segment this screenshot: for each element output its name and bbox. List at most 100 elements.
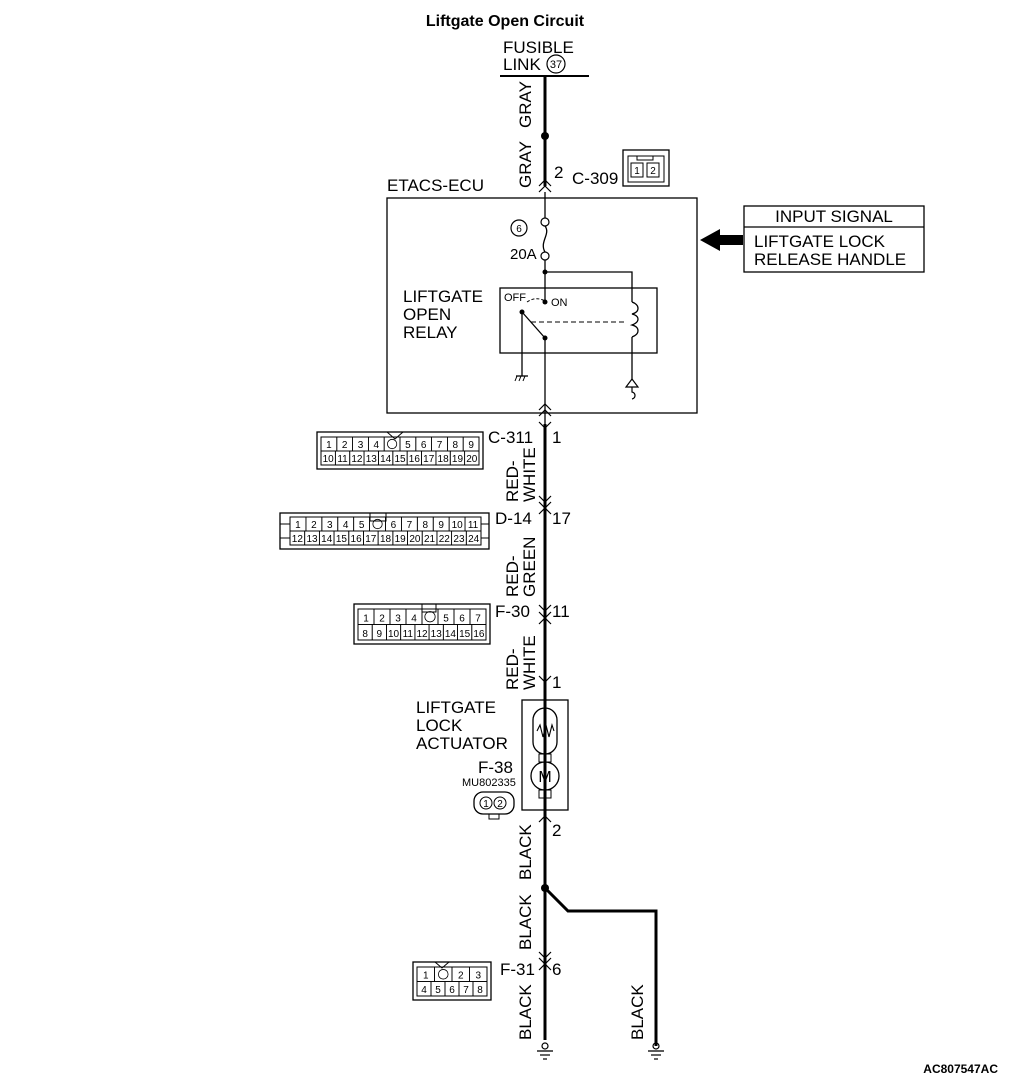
connector-mark-c311 [538, 409, 552, 417]
d14-pin-number: 9 [438, 520, 444, 531]
relay-switch-arm [521, 311, 546, 339]
d14-pin-cell [465, 530, 482, 546]
ground-icon-left [537, 1042, 553, 1060]
fusible-link-number: 37 [550, 59, 562, 71]
figure-code: AC807547AC [923, 1062, 998, 1076]
d14-pin-number: 14 [321, 534, 333, 545]
d14-pin-number: 19 [395, 534, 407, 545]
wire-label-red-green-b: GREEN [520, 537, 539, 597]
fusible-link-label-line2: LINK [503, 55, 541, 74]
c311-pin-number: 14 [380, 454, 392, 465]
c311-pin-number: 2 [342, 440, 348, 451]
c311-pin-number: 1 [326, 440, 332, 451]
fuse-number: 6 [516, 224, 522, 235]
wire-label-red-white-1a: RED- [503, 460, 522, 502]
d14-pin-number: 23 [453, 534, 465, 545]
c311-pin-number: 8 [453, 440, 459, 451]
input-signal-header: INPUT SIGNAL [775, 207, 893, 226]
input-signal-line2: RELEASE HANDLE [754, 250, 906, 269]
fuse-terminal-bottom [540, 251, 550, 261]
actuator-label-line2: LOCK [416, 716, 463, 735]
connector-mark-f38-top [538, 675, 552, 683]
f31-pin-cell [472, 981, 488, 997]
connector-mark-f38-bottom [538, 815, 552, 823]
f30-pin-number: 9 [377, 629, 383, 640]
f30-pin-number: 11 [403, 629, 414, 640]
c309-pin: 2 [554, 163, 563, 182]
f31-pin-number: 8 [477, 985, 483, 996]
actuator-label-line1: LIFTGATE [416, 698, 496, 717]
relay-label-line1: LIFTGATE [403, 287, 483, 306]
d14-pin-number: 3 [327, 520, 333, 531]
actuator-label-line3: ACTUATOR [416, 734, 508, 753]
ecu-name: ETACS-ECU [387, 176, 484, 195]
d14-pin-number: 15 [336, 534, 348, 545]
input-signal-box [743, 205, 925, 273]
c311-pin-number: 3 [358, 440, 364, 451]
c311-pin-number: 16 [409, 454, 421, 465]
fuse-rating: 20A [510, 246, 537, 263]
splice-dot-top [541, 132, 549, 140]
fuse-element [542, 225, 548, 253]
input-signal-line1: LIFTGATE LOCK [754, 232, 886, 251]
wire-black-branch [543, 886, 658, 1046]
f31-blank-cavity [438, 969, 449, 980]
f30-blank-cavity [424, 611, 436, 623]
c311-pin-number: 10 [323, 454, 335, 465]
f38-part-number: MU802335 [462, 777, 516, 789]
wire-label-black-top: BLACK [516, 824, 535, 880]
d14-pin-number: 7 [407, 520, 413, 531]
f30-pin-number: 12 [416, 629, 428, 640]
d14-pin-number: 10 [452, 520, 464, 531]
f30-pin-number: 6 [459, 614, 465, 625]
c311-pin-number: 4 [374, 440, 380, 451]
solenoid-coil-icon [536, 723, 555, 738]
d14-pin-number: 13 [306, 534, 318, 545]
f30-pin-number: 5 [443, 614, 449, 625]
f30-pin-number: 3 [395, 614, 401, 625]
ground-icon-right [648, 1042, 664, 1060]
c311-pin-cell [464, 450, 480, 466]
f38-pin-bottom: 2 [552, 821, 561, 840]
wire-label-red-white-2a: RED- [503, 648, 522, 690]
d14-pin-number: 16 [351, 534, 363, 545]
d14-pin-number: 20 [409, 534, 421, 545]
d14-pin: 17 [552, 509, 571, 528]
c311-blank-cavity [387, 438, 398, 450]
motor-label: M [538, 769, 551, 786]
d14-pin-number: 11 [468, 520, 479, 531]
connector-face-f38: 1 2 [473, 791, 515, 820]
wire-label-red-white-2b: WHITE [520, 635, 539, 690]
f31-id: F-31 [500, 960, 535, 979]
ecu-control-icon [624, 378, 640, 400]
c311-pin-number: 20 [466, 454, 478, 465]
relay-coil [629, 301, 639, 338]
f31-pin-number: 2 [458, 971, 464, 982]
fusible-link-number-circle [546, 54, 566, 74]
d14-pin-number: 5 [359, 520, 365, 531]
relay-coil-feed [545, 271, 633, 302]
c311-pin-number: 11 [337, 454, 348, 465]
d14-pin-number: 24 [468, 534, 480, 545]
f31-pin-number: 3 [475, 971, 481, 982]
d14-pin-number: 22 [439, 534, 451, 545]
ground-icon-relay [514, 375, 528, 382]
d14-blank-cavity [372, 518, 383, 530]
svg-text:2: 2 [497, 799, 503, 810]
relay-box [499, 287, 658, 354]
switch-on-label: ON [551, 297, 568, 309]
input-arrow-icon [700, 229, 743, 251]
d14-pin-number: 4 [343, 520, 349, 531]
f31-pin-number: 7 [463, 985, 469, 996]
f30-pin-number: 14 [445, 629, 457, 640]
f30-pin-number: 10 [388, 629, 400, 640]
c311-id: C-311 [488, 428, 533, 447]
f30-pin-number: 8 [362, 629, 368, 640]
d14-pin-number: 12 [292, 534, 304, 545]
switch-off-label: OFF [504, 292, 526, 304]
c311-pin-number: 15 [394, 454, 406, 465]
c311-pin-number: 19 [452, 454, 464, 465]
wire-label-red-green-a: RED- [503, 555, 522, 597]
